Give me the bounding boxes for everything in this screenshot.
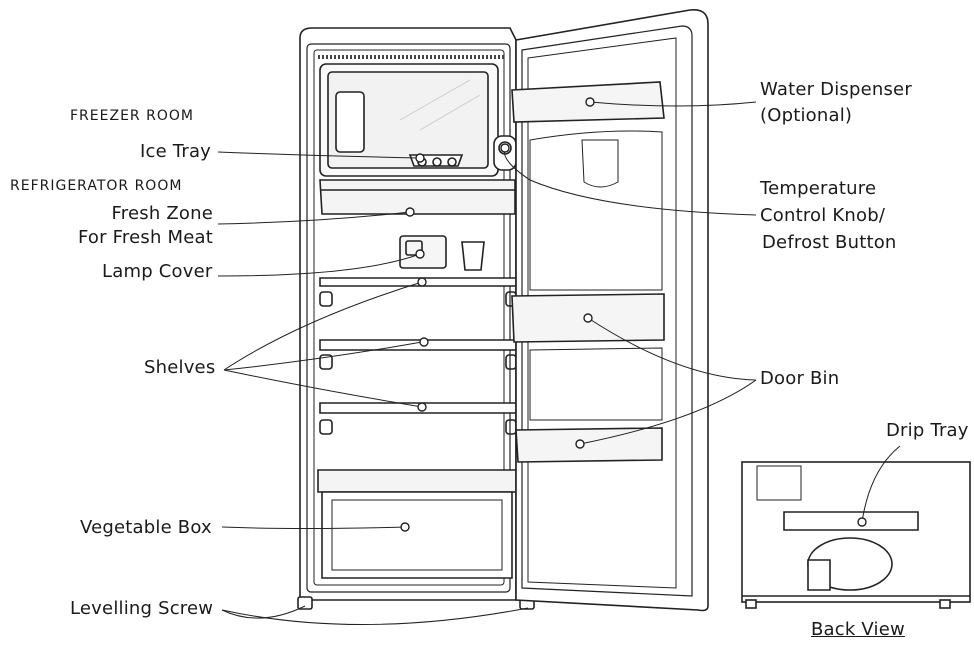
vegetable-box: [317, 469, 517, 579]
refrigerator-door: [511, 8, 709, 612]
shelves-label: Shelves: [144, 357, 216, 378]
vegetable-box-label: Vegetable Box: [80, 517, 212, 538]
temperature-knob: [493, 135, 517, 171]
water-dispenser-optional: (Optional): [760, 105, 853, 126]
freezer-room-header: FREEZER ROOM: [70, 108, 194, 124]
ice-tray-label: Ice Tray: [140, 141, 212, 162]
fresh-zone-tray: [319, 179, 516, 215]
levelling-screw-label: Levelling Screw: [70, 598, 214, 619]
lamp-cover-label: Lamp Cover: [102, 261, 213, 282]
back-view-caption: Back View: [811, 619, 905, 640]
fresh-zone-subtitle: For Fresh Meat: [78, 227, 213, 248]
freezer-compartment: [319, 63, 499, 177]
control-knob-label: Control Knob/: [760, 205, 886, 226]
fresh-zone-label: Fresh Zone: [111, 203, 213, 224]
water-dispenser-label: Water Dispenser: [760, 79, 912, 100]
temperature-label: Temperature: [760, 178, 877, 199]
marker-dots: [400, 97, 867, 532]
lamp-area: [399, 235, 485, 271]
back-view-drawing: [741, 461, 971, 609]
defrost-button-label: Defrost Button: [762, 232, 897, 253]
drip-tray-label: Drip Tray: [886, 420, 969, 441]
leader-lines: [217, 101, 901, 625]
refrigerator-room-header: REFRIGERATOR ROOM: [10, 178, 183, 194]
door-bin-label: Door Bin: [760, 368, 840, 389]
